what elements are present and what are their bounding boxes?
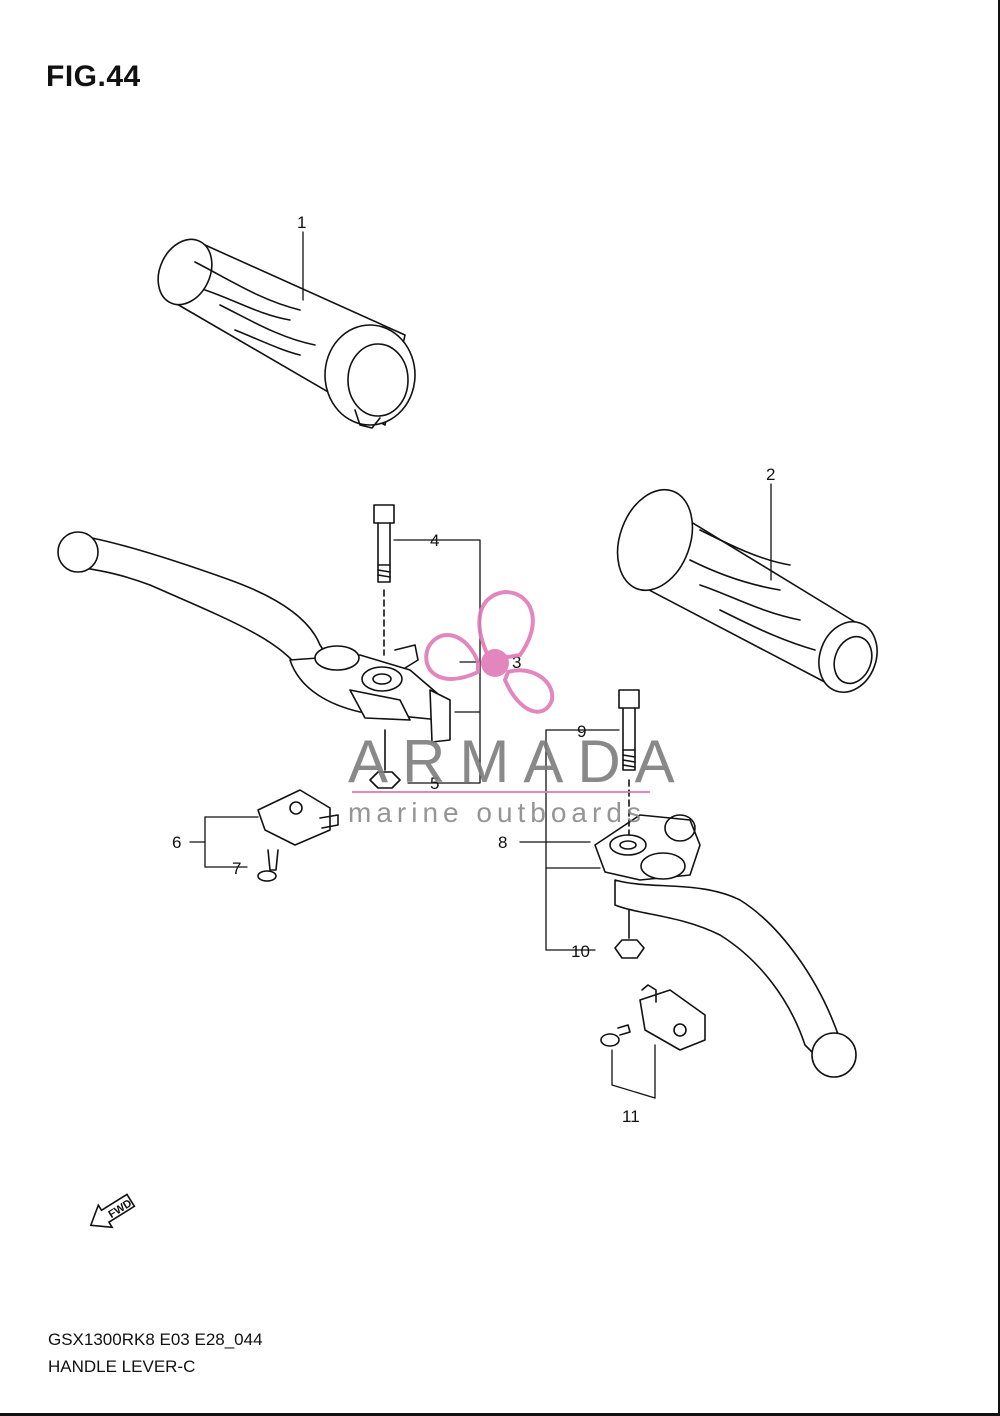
nut-5 — [369, 729, 401, 789]
grip-right — [616, 488, 878, 693]
watermark-brand: ARMADA — [348, 728, 689, 795]
brake-switch-right — [600, 984, 706, 1051]
leader-lines-switch-left — [189, 816, 259, 868]
callout-9: 9 — [577, 722, 586, 741]
bolt-4 — [373, 504, 395, 656]
lever-right — [594, 814, 857, 1078]
callout-6: 6 — [172, 833, 181, 852]
callout-5: 5 — [430, 774, 439, 793]
fwd-arrow-icon: FWD — [89, 1193, 136, 1229]
callout-3: 3 — [512, 653, 521, 672]
watermark-tagline: marine outboards — [348, 797, 646, 828]
model-code: GSX1300RK8 E03 E28_044 — [48, 1330, 263, 1349]
callout-4: 4 — [430, 531, 439, 550]
leader-lines-right-lever — [519, 729, 620, 951]
figure-title: FIG.44 — [46, 60, 141, 93]
callout-11: 11 — [622, 1107, 640, 1126]
callout-1: 1 — [297, 213, 306, 232]
nut-10 — [614, 909, 645, 959]
grip-left — [157, 238, 416, 429]
callout-numbers: 1 2 3 4 5 6 7 8 9 10 11 — [172, 213, 775, 1126]
brake-switch-left — [257, 789, 339, 882]
callout-8: 8 — [498, 833, 507, 852]
callout-7: 7 — [232, 859, 241, 878]
lever-left — [57, 531, 451, 743]
watermark: ARMADA marine outboards — [348, 589, 689, 828]
diagram-name: HANDLE LEVER-C — [48, 1357, 196, 1376]
callout-2: 2 — [766, 465, 775, 484]
propeller-icon — [424, 589, 555, 714]
callout-10: 10 — [571, 942, 590, 961]
leader-lines-switch-right — [611, 1044, 656, 1099]
bolt-9 — [618, 689, 640, 836]
